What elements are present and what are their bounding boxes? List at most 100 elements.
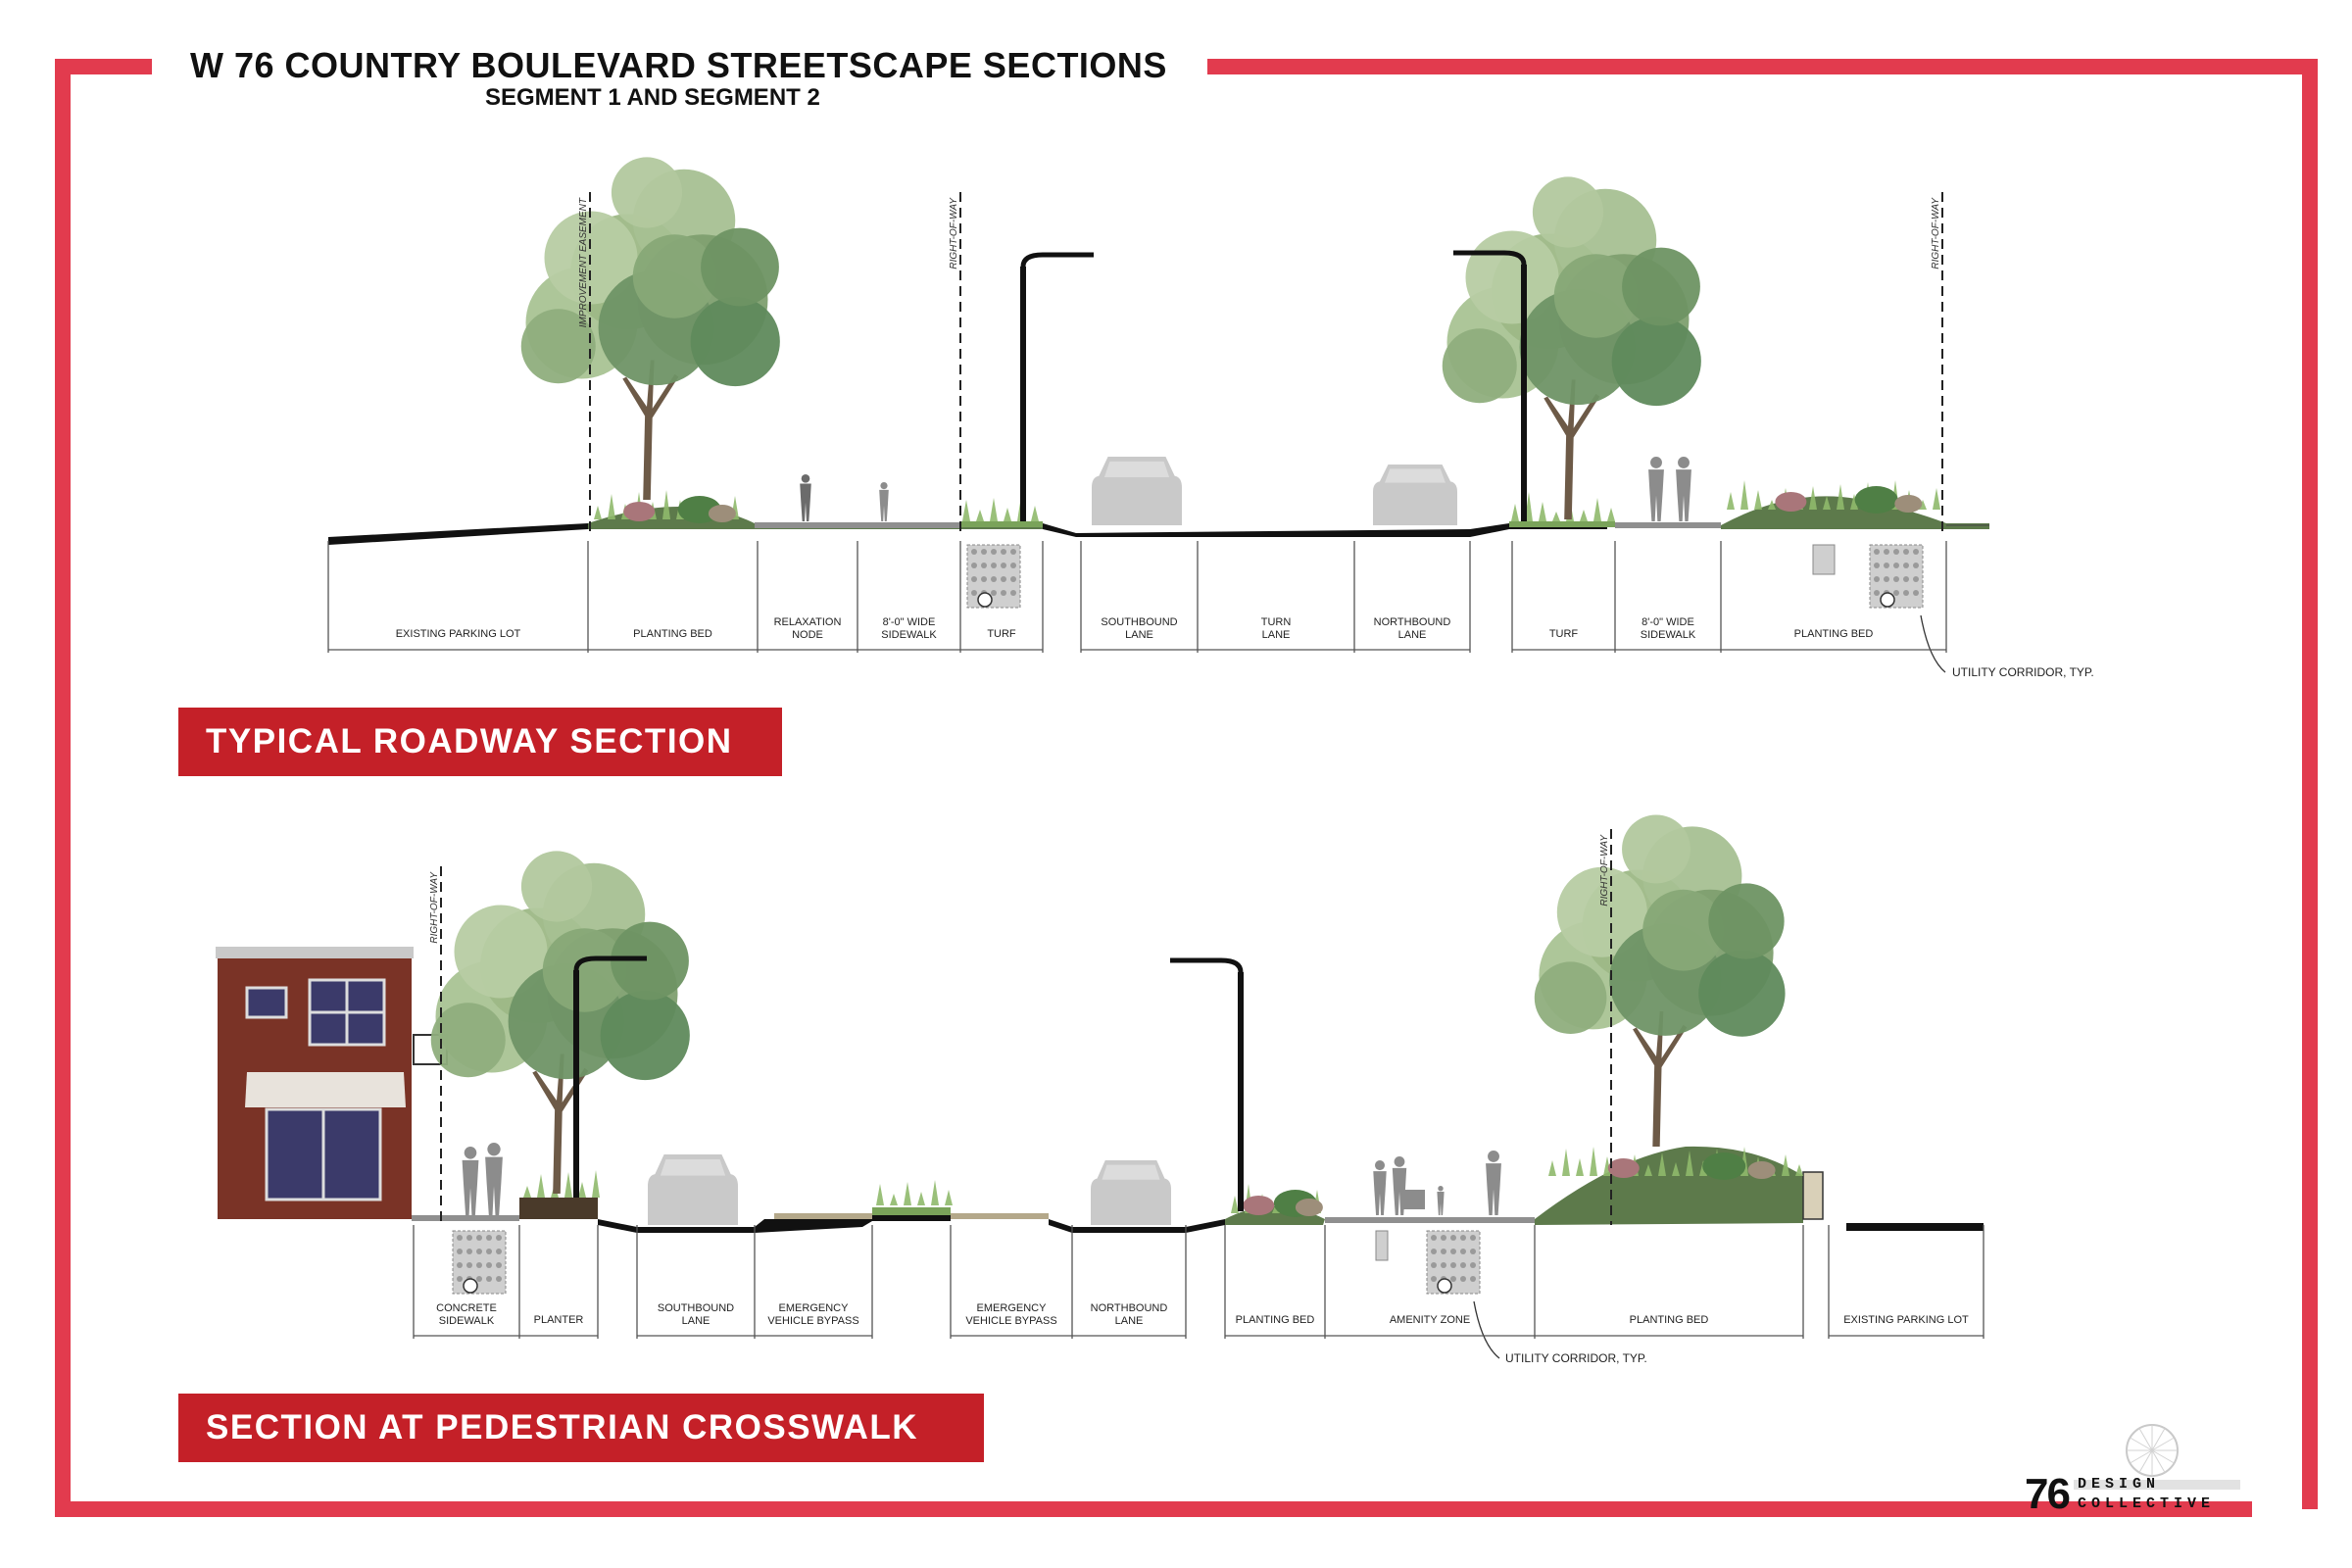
zone-label: EMERGENCY xyxy=(977,1302,1048,1314)
zone-label: SOUTHBOUND xyxy=(658,1302,734,1314)
pedestrian-body xyxy=(1392,1167,1407,1215)
grass-blade xyxy=(564,1172,572,1198)
pedestrian-figure xyxy=(1486,1151,1501,1215)
grass-blade xyxy=(608,494,615,519)
utility-conduit xyxy=(496,1262,502,1268)
grass-blade xyxy=(1593,498,1601,521)
tree-canopy-blob xyxy=(520,851,593,922)
section2-banner: SECTION AT PEDESTRIAN CROSSWALK xyxy=(178,1394,984,1462)
utility-conduit xyxy=(476,1249,482,1254)
grass-blade xyxy=(1782,1154,1789,1176)
utility-conduit xyxy=(1001,563,1006,568)
utility-conduit xyxy=(1884,576,1889,582)
tree-trunk xyxy=(1633,1011,1688,1147)
utility-conduit xyxy=(1001,590,1006,596)
tree-canopy-blob xyxy=(1698,950,1786,1037)
zone-label: NORTHBOUND xyxy=(1374,616,1451,628)
streetlight xyxy=(573,956,647,1198)
grass-blade xyxy=(904,1182,911,1205)
bypass-surface xyxy=(774,1213,872,1219)
boulder xyxy=(1747,1161,1776,1179)
zone-label: EMERGENCY xyxy=(779,1302,850,1314)
streetlight-arm xyxy=(573,956,647,971)
frame-border xyxy=(55,59,2318,1517)
grass-blade xyxy=(537,1174,545,1198)
utility-conduit xyxy=(1903,590,1909,596)
shrub xyxy=(1854,486,1898,514)
storefront-awning xyxy=(245,1072,406,1107)
page-title: W 76 COUNTRY BOULEVARD STREETSCAPE SECTI… xyxy=(178,45,1179,86)
utility-conduit xyxy=(1470,1235,1476,1241)
utility-conduit xyxy=(1431,1276,1437,1282)
grass-blade xyxy=(990,498,998,521)
pedestrian-body xyxy=(1486,1163,1501,1215)
utility-conduit xyxy=(1001,549,1006,555)
utility-conduit xyxy=(1893,563,1899,568)
pedestrian-head xyxy=(487,1143,501,1156)
utility-conduit xyxy=(466,1235,472,1241)
utility-conduit xyxy=(1431,1235,1437,1241)
street-tree xyxy=(1442,176,1701,519)
grass-blade xyxy=(876,1184,884,1205)
grass-blade xyxy=(931,1180,939,1205)
sidewalk-surface xyxy=(1615,522,1721,528)
zone-label: AMENITY ZONE xyxy=(1390,1314,1470,1326)
pedestrian-figure xyxy=(1437,1186,1445,1215)
utility-conduit xyxy=(991,549,997,555)
red-frame xyxy=(55,59,2318,1517)
pedestrian-figure xyxy=(1392,1156,1407,1215)
utility-conduit xyxy=(1913,549,1919,555)
ferris-wheel-icon xyxy=(2074,1424,2240,1490)
pedestrian-figure xyxy=(1676,457,1691,521)
grass-blade xyxy=(1850,494,1858,510)
grass-blade xyxy=(1548,1160,1556,1176)
utility-conduit xyxy=(1884,549,1889,555)
shrub-planting xyxy=(1231,1184,1323,1217)
zone-label: PLANTING BED xyxy=(633,628,712,640)
tree-canopy-blob xyxy=(1611,316,1701,407)
utility-conduit xyxy=(1470,1276,1476,1282)
grass-blade xyxy=(1576,1158,1584,1176)
building-parapet xyxy=(216,947,414,958)
tree-canopy-blob xyxy=(1534,961,1607,1034)
shrub-planting xyxy=(1727,480,1940,514)
utility-conduit xyxy=(1010,576,1016,582)
utility-conduit xyxy=(1450,1262,1456,1268)
utility-conduit xyxy=(1441,1235,1446,1241)
pedestrian-head xyxy=(880,482,888,490)
zone-label: 8'-0" WIDE xyxy=(883,616,936,628)
utility-conduit xyxy=(457,1262,463,1268)
utility-conduit xyxy=(457,1249,463,1254)
utility-conduit xyxy=(476,1235,482,1241)
page-subtitle: SEGMENT 1 AND SEGMENT 2 xyxy=(485,84,820,111)
utility-conduit xyxy=(981,576,987,582)
utility-conduit xyxy=(1913,590,1919,596)
zone-label: VEHICLE BYPASS xyxy=(965,1315,1056,1327)
pedestrian-head xyxy=(464,1147,477,1159)
grass-blade xyxy=(1580,510,1588,521)
tree-canopy-blob xyxy=(1642,889,1724,971)
utility-conduit xyxy=(991,563,997,568)
street-tree xyxy=(1534,814,1786,1147)
grass-blade xyxy=(1031,506,1039,521)
wheel-spoke xyxy=(2151,1437,2175,1451)
wheel-spoke xyxy=(2130,1449,2153,1464)
utility-conduit xyxy=(486,1262,492,1268)
shrub-planting xyxy=(1548,1147,1803,1180)
utility-corridor-callout: UTILITY CORRIDOR, TYP. xyxy=(1505,1351,1647,1365)
tree-trunk xyxy=(622,360,679,500)
utility-conduit xyxy=(1884,563,1889,568)
shrub-planting xyxy=(962,496,1039,521)
streetlight-pole xyxy=(573,970,579,1198)
utility-corridor-callout: UTILITY CORRIDOR, TYP. xyxy=(1952,665,2094,679)
tree-canopy-blob xyxy=(542,928,627,1012)
zone-label: TURN xyxy=(1261,616,1292,628)
utility-conduit xyxy=(1441,1249,1446,1254)
pedestrian-figure xyxy=(1648,457,1664,521)
grass-blade xyxy=(1552,512,1560,521)
utility-pipe xyxy=(463,1278,478,1294)
tree-canopy-blob xyxy=(1553,254,1639,338)
zone-label: LANE xyxy=(1262,629,1291,641)
